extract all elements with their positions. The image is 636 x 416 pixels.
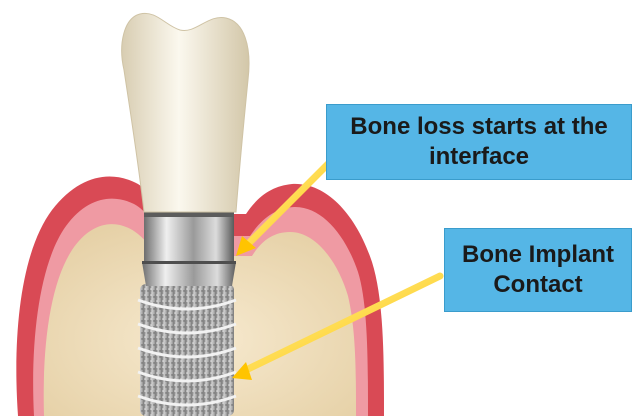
contact-callout: Bone Implant Contact — [444, 228, 632, 312]
contact-callout-label: Bone Implant Contact — [455, 240, 621, 300]
tooth-crown-icon — [122, 13, 249, 212]
metal-abutment-icon — [142, 212, 236, 286]
threaded-implant-icon — [138, 284, 236, 416]
interface-callout-label: Bone loss starts at the interface — [337, 112, 621, 172]
interface-callout: Bone loss starts at the interface — [326, 104, 632, 180]
